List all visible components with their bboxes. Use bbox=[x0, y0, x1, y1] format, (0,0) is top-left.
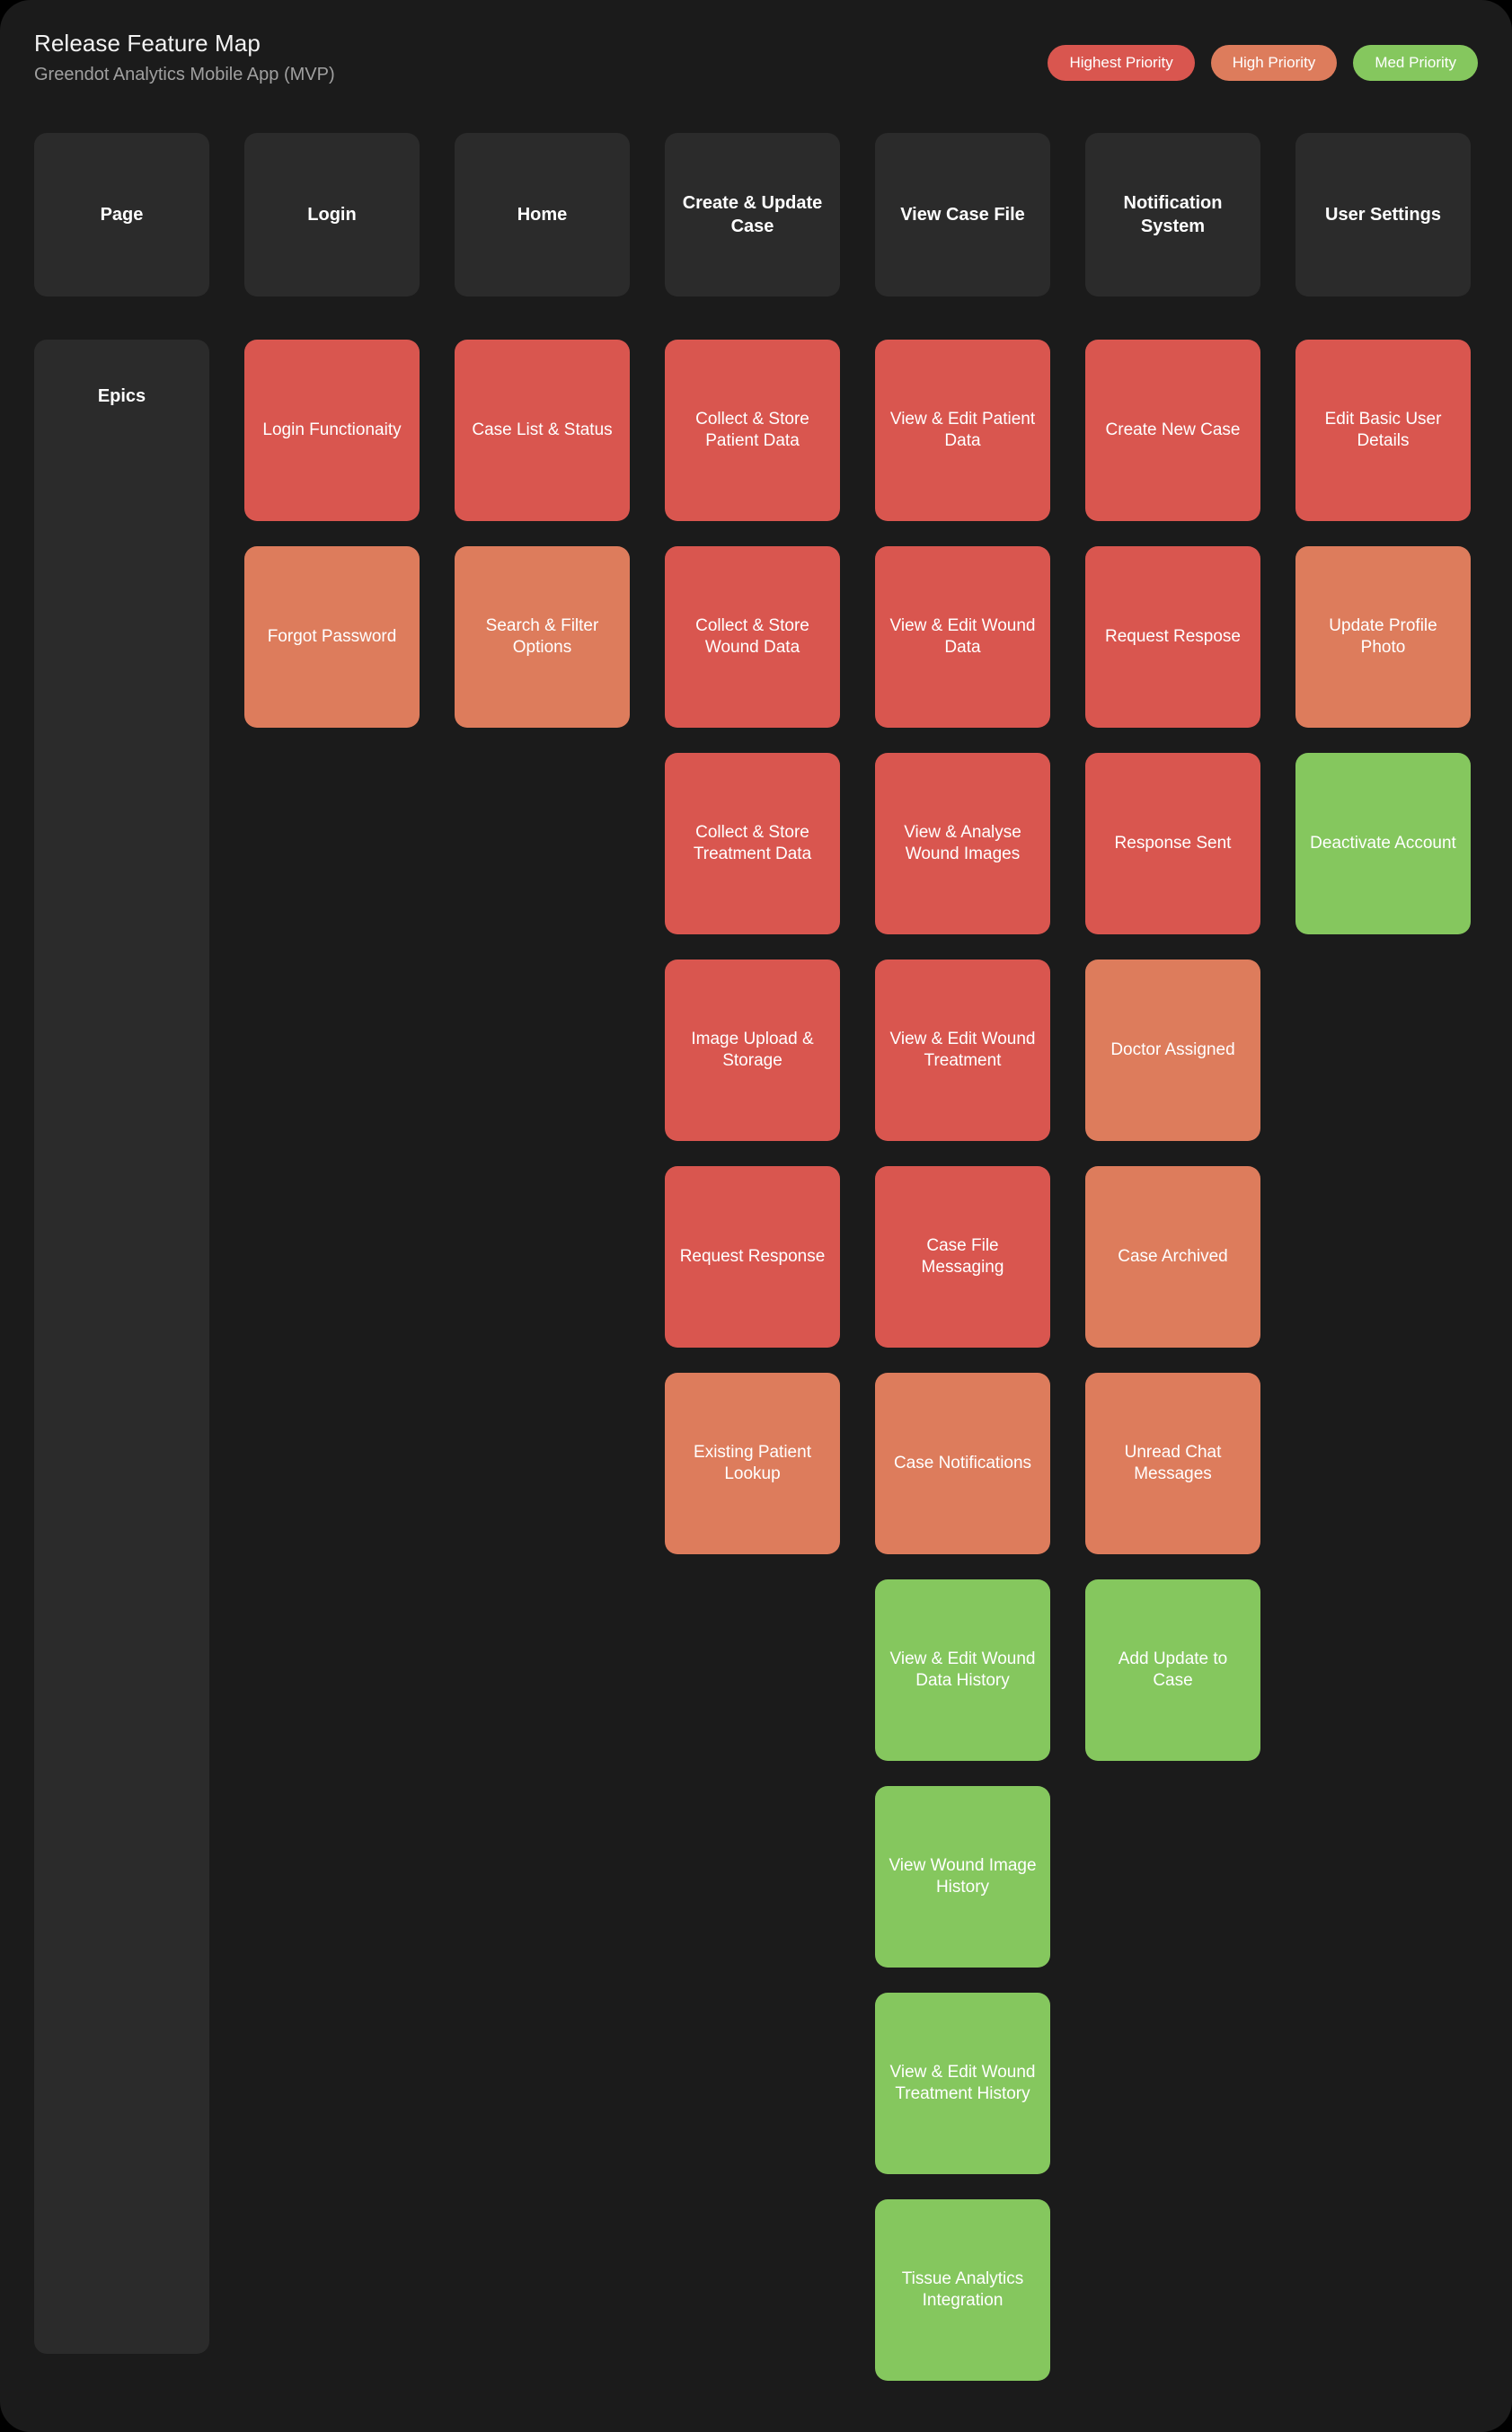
feature-card[interactable]: Tissue Analytics Integration bbox=[875, 2199, 1050, 2381]
feature-card[interactable]: View & Edit Wound Treatment bbox=[875, 960, 1050, 1141]
legend-chip-med[interactable]: Med Priority bbox=[1353, 45, 1478, 81]
feature-card[interactable]: Request Respose bbox=[1085, 546, 1260, 728]
column-header[interactable]: Login bbox=[244, 133, 420, 296]
board-header: Release Feature Map Greendot Analytics M… bbox=[34, 29, 1478, 93]
feature-card[interactable]: Image Upload & Storage bbox=[665, 960, 840, 1141]
feature-card[interactable]: Case Archived bbox=[1085, 1166, 1260, 1348]
priority-legend: Highest Priority High Priority Med Priorit… bbox=[1048, 45, 1478, 81]
feature-card[interactable]: Case List & Status bbox=[455, 340, 630, 521]
feature-card[interactable]: Collect & Store Treatment Data bbox=[665, 753, 840, 934]
feature-card[interactable]: View & Analyse Wound Images bbox=[875, 753, 1050, 934]
column-header[interactable]: Home bbox=[455, 133, 630, 296]
feature-card[interactable]: Collect & Store Wound Data bbox=[665, 546, 840, 728]
title-block: Release Feature Map Greendot Analytics M… bbox=[34, 29, 335, 88]
feature-card[interactable]: View Wound Image History bbox=[875, 1786, 1050, 1968]
feature-card[interactable]: Unread Chat Messages bbox=[1085, 1373, 1260, 1554]
feature-card[interactable]: View & Edit Wound Data bbox=[875, 546, 1050, 728]
feature-card[interactable]: Create New Case bbox=[1085, 340, 1260, 521]
legend-chip-highest[interactable]: Highest Priority bbox=[1048, 45, 1195, 81]
feature-card[interactable]: Deactivate Account bbox=[1295, 753, 1471, 934]
feature-card[interactable]: Request Response bbox=[665, 1166, 840, 1348]
column-header[interactable]: Create & Update Case bbox=[665, 133, 840, 296]
feature-card[interactable]: Response Sent bbox=[1085, 753, 1260, 934]
column-header[interactable]: User Settings bbox=[1295, 133, 1471, 296]
feature-card[interactable]: Update Profile Photo bbox=[1295, 546, 1471, 728]
feature-card[interactable]: Forgot Password bbox=[244, 546, 420, 728]
feature-card[interactable]: Search & Filter Options bbox=[455, 546, 630, 728]
feature-card[interactable]: Collect & Store Patient Data bbox=[665, 340, 840, 521]
row-label-epics: Epics bbox=[34, 340, 209, 2354]
feature-card[interactable]: Existing Patient Lookup bbox=[665, 1373, 840, 1554]
feature-card[interactable]: Login Functionaity bbox=[244, 340, 420, 521]
row-label-page: Page bbox=[34, 133, 209, 296]
feature-card[interactable]: Case File Messaging bbox=[875, 1166, 1050, 1348]
feature-card[interactable]: View & Edit Wound Data History bbox=[875, 1579, 1050, 1761]
feature-card[interactable]: View & Edit Patient Data bbox=[875, 340, 1050, 521]
feature-card[interactable]: Doctor Assigned bbox=[1085, 960, 1260, 1141]
page-subtitle: Greendot Analytics Mobile App (MVP) bbox=[34, 65, 335, 84]
feature-card[interactable]: Add Update to Case bbox=[1085, 1579, 1260, 1761]
column-header[interactable]: Notification System bbox=[1085, 133, 1260, 296]
feature-card[interactable]: Edit Basic User Details bbox=[1295, 340, 1471, 521]
feature-card[interactable]: View & Edit Wound Treatment History bbox=[875, 1993, 1050, 2174]
legend-chip-high[interactable]: High Priority bbox=[1210, 45, 1338, 81]
feature-card[interactable]: Case Notifications bbox=[875, 1373, 1050, 1554]
column-header[interactable]: View Case File bbox=[875, 133, 1050, 296]
page-title: Release Feature Map bbox=[34, 30, 261, 57]
